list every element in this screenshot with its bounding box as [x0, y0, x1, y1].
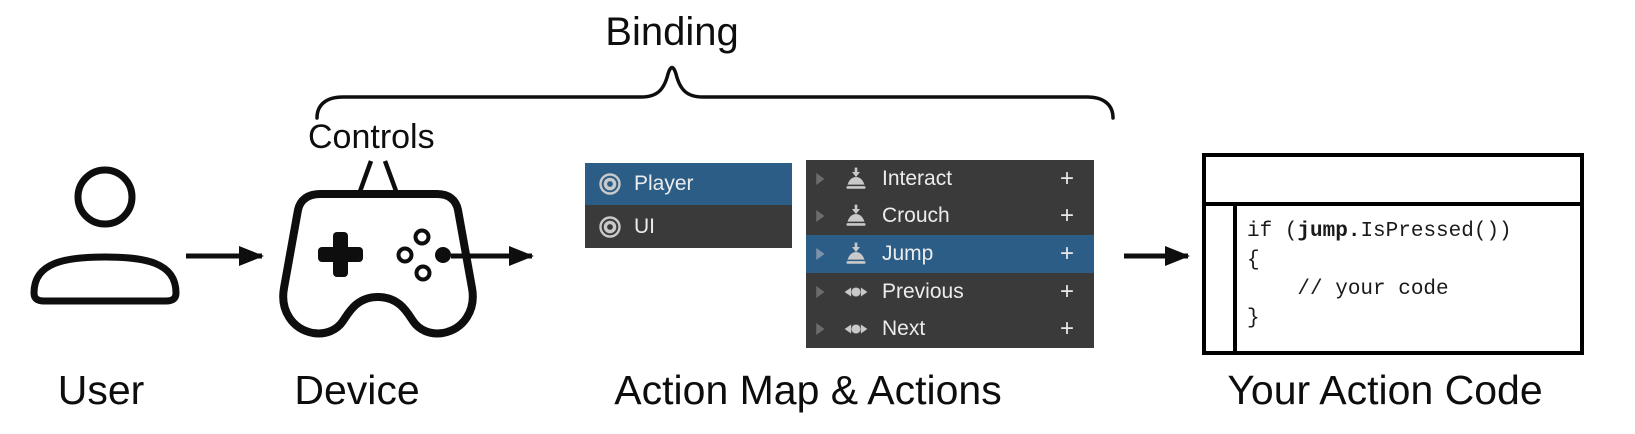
gamepad-icon: [279, 190, 477, 338]
stage-label-device: Device: [294, 367, 420, 413]
action-map-item-label: Player: [634, 172, 694, 195]
code-window-titlebar: [1206, 157, 1580, 206]
face-buttons-icon: [396, 228, 451, 282]
stage-label-user: User: [57, 367, 145, 413]
button-action-icon: [846, 242, 866, 264]
controls-label: Controls: [308, 118, 435, 156]
action-item-interact[interactable]: Interact +: [806, 160, 1094, 198]
action-item-label: Interact: [882, 166, 953, 190]
code-line-1: if (jump.IsPressed()): [1247, 220, 1512, 243]
button-action-icon: [846, 167, 866, 189]
gamepad-body: [279, 190, 477, 338]
stage-label-action-map: Action Map & Actions: [614, 367, 1002, 413]
foldout-triangle-icon[interactable]: [811, 207, 829, 225]
button-action-icon: [846, 205, 866, 227]
action-map-icon: [599, 215, 621, 238]
binding-title: Binding: [605, 10, 739, 54]
action-map-item-label: UI: [634, 214, 655, 238]
action-item-next[interactable]: Next +: [806, 310, 1094, 348]
action-item-label: Crouch: [882, 204, 950, 228]
user-icon: [30, 166, 180, 305]
add-binding-button[interactable]: +: [1059, 315, 1074, 343]
action-map-icon: [599, 173, 621, 195]
foldout-triangle-icon[interactable]: [811, 170, 829, 188]
binding-brace: [315, 65, 1115, 120]
action-item-crouch[interactable]: Crouch +: [806, 198, 1094, 236]
code-line-2: {: [1247, 249, 1260, 272]
dpad-icon: [318, 232, 363, 277]
code-text: if (jump.IsPressed()) { // your code }: [1237, 206, 1580, 351]
action-item-label: Jump: [882, 241, 934, 265]
code-line-4: }: [1247, 307, 1260, 330]
code-line-3: // your code: [1247, 278, 1449, 301]
action-map-item-ui[interactable]: UI: [585, 205, 792, 248]
axis-action-icon: [844, 287, 868, 297]
add-binding-button[interactable]: +: [1059, 202, 1074, 230]
action-code-window: if (jump.IsPressed()) { // your code }: [1202, 153, 1584, 355]
axis-action-icon: [844, 324, 868, 334]
action-item-label: Next: [882, 317, 926, 341]
foldout-triangle-icon[interactable]: [811, 245, 829, 263]
code-gutter: [1206, 206, 1237, 351]
action-map-panel: Player UI: [585, 163, 792, 248]
actions-panel: Interact + Crouch + Jump +: [806, 160, 1094, 348]
action-map-item-player[interactable]: Player: [585, 163, 792, 205]
foldout-triangle-icon[interactable]: [811, 320, 829, 338]
code-window-body: if (jump.IsPressed()) { // your code }: [1206, 206, 1580, 351]
action-item-jump[interactable]: Jump +: [806, 235, 1094, 273]
action-item-label: Previous: [882, 279, 964, 303]
add-binding-button[interactable]: +: [1059, 164, 1074, 192]
foldout-triangle-icon[interactable]: [811, 283, 829, 301]
add-binding-button[interactable]: +: [1059, 277, 1074, 305]
add-binding-button[interactable]: +: [1059, 239, 1074, 267]
stage-label-action-code: Your Action Code: [1227, 367, 1543, 413]
action-item-previous[interactable]: Previous +: [806, 273, 1094, 311]
